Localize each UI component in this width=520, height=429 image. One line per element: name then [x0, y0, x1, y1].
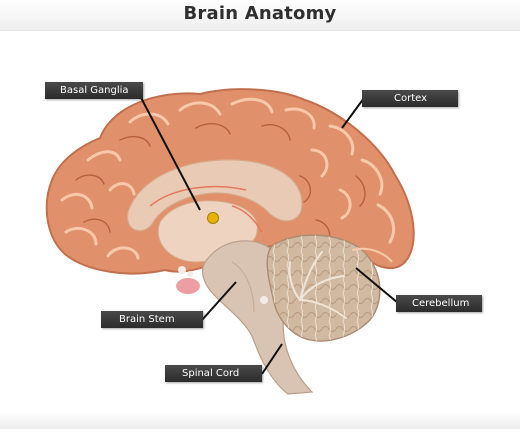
- title-bar: Brain Anatomy: [0, 0, 520, 31]
- arbor-vitae: [288, 251, 347, 319]
- label-spinal-cord-text: Spinal Cord: [182, 368, 240, 379]
- cortex-gyri: [60, 97, 395, 260]
- corpus-callosum: [126, 159, 303, 232]
- pointer-lines: [137, 91, 399, 375]
- label-cortex: Cortex: [362, 90, 458, 107]
- thalamus-nucleus: [207, 212, 219, 224]
- label-spinal-cord: Spinal Cord: [165, 365, 262, 382]
- label-cerebellum: Cerebellum: [396, 295, 482, 312]
- pointer-basal-ganglia: [137, 91, 201, 211]
- page-title: Brain Anatomy: [183, 3, 337, 24]
- label-cortex-text: Cortex: [394, 93, 428, 104]
- label-brain-stem-text: Brain Stem: [119, 314, 175, 325]
- label-basal-ganglia-text: Basal Ganglia: [60, 85, 129, 96]
- label-cerebellum-text: Cerebellum: [412, 298, 470, 309]
- pointer-cerebellum: [355, 267, 399, 304]
- pointer-brain-stem: [201, 281, 237, 321]
- label-basal-ganglia: Basal Ganglia: [45, 82, 143, 99]
- pointer-spinal-cord: [261, 343, 283, 375]
- bottom-fade: [0, 412, 520, 429]
- label-brain-stem: Brain Stem: [101, 311, 203, 328]
- pituitary: [176, 278, 200, 294]
- pointer-cortex: [341, 97, 365, 129]
